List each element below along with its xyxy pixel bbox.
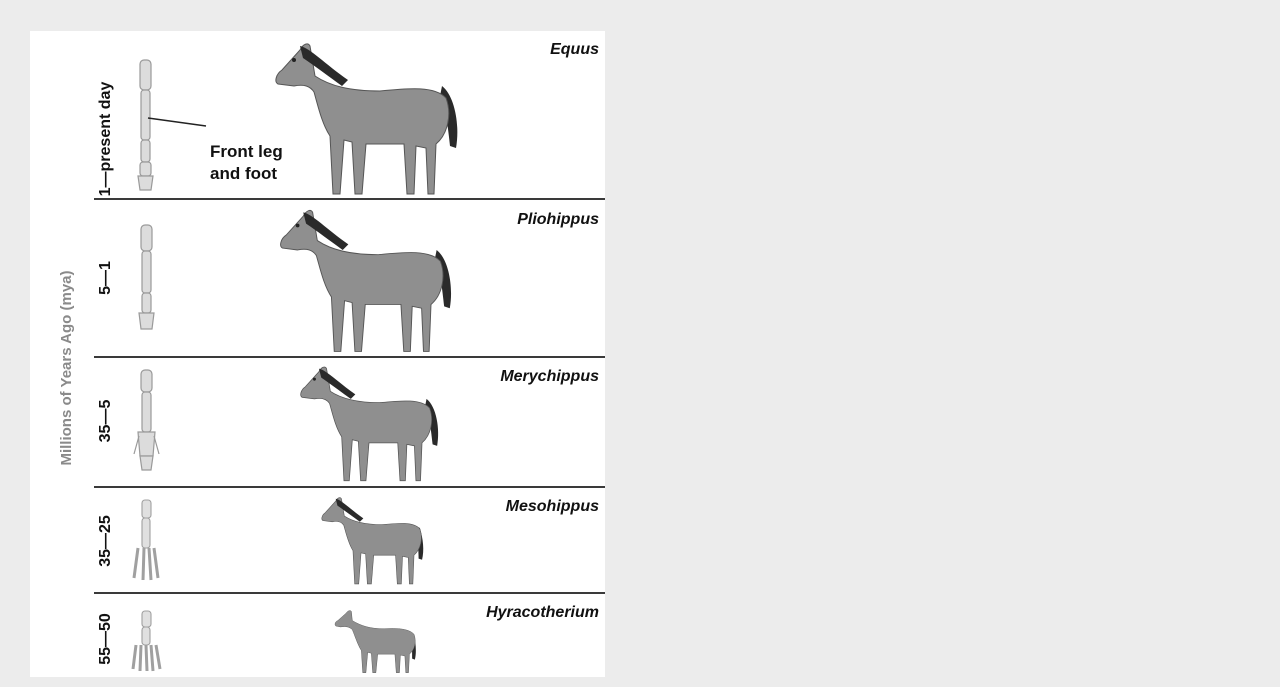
- leg-bone-equus: [130, 56, 190, 206]
- row-separator: [94, 592, 605, 594]
- horse-illustration-mesohippus: [316, 493, 436, 588]
- genus-label-equus: Equus: [550, 41, 599, 59]
- genus-label-hyracotherium: Hyracotherium: [486, 604, 599, 622]
- era-label-pliohippus: 5—1: [97, 261, 115, 295]
- leg-bone-mesohippus: [130, 496, 190, 586]
- leg-bone-hyracotherium: [130, 607, 190, 675]
- row-separator: [94, 198, 605, 200]
- horse-illustration-hyracotherium: [332, 607, 427, 675]
- horse-illustration-merychippus: [292, 361, 452, 486]
- y-axis-label: Millions of Years Ago (mya): [57, 223, 77, 513]
- genus-label-pliohippus: Pliohippus: [517, 211, 599, 229]
- era-label-merychippus: 35—5: [97, 400, 115, 443]
- leg-bone-pliohippus: [130, 221, 190, 341]
- era-label-hyracotherium: 55—50: [97, 613, 115, 665]
- genus-label-mesohippus: Mesohippus: [506, 498, 599, 516]
- genus-label-merychippus: Merychippus: [500, 368, 599, 386]
- horse-illustration-pliohippus: [274, 203, 464, 358]
- row-separator: [94, 356, 605, 358]
- era-label-mesohippus: 35—25: [97, 515, 115, 567]
- horse-evolution-figure: Millions of Years Ago (mya) 1—present da…: [30, 31, 605, 677]
- horse-illustration-equus: [270, 36, 470, 201]
- image-viewer: Millions of Years Ago (mya) 1—present da…: [6, 6, 1280, 687]
- callout-pointer-line: [148, 116, 208, 130]
- leg-bone-merychippus: [130, 366, 190, 481]
- row-separator: [94, 486, 605, 488]
- era-label-equus: 1—present day: [97, 82, 115, 197]
